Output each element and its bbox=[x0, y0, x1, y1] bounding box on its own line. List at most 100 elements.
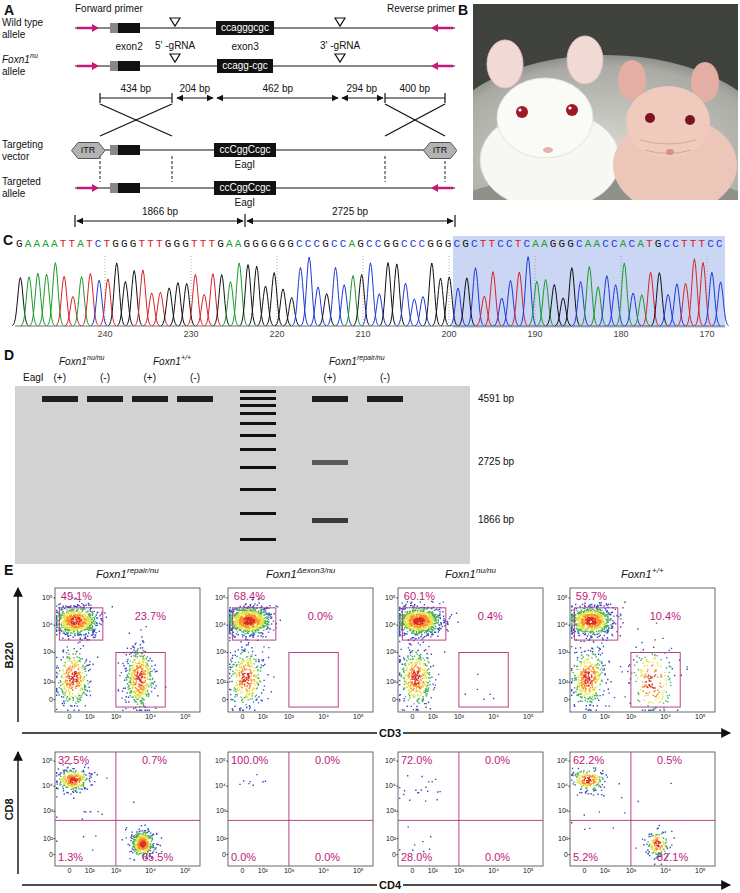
axis-tick: 10⁵ bbox=[557, 757, 568, 765]
base-letter: G bbox=[384, 238, 393, 250]
event-dots bbox=[576, 773, 666, 852]
axis-tick: 10⁵ bbox=[215, 757, 226, 765]
axis-tick: 10³ bbox=[454, 713, 464, 721]
tick-mark bbox=[397, 811, 399, 812]
tick-mark bbox=[227, 838, 229, 839]
exon-label: exon3 bbox=[232, 41, 259, 53]
lane-label: (+) bbox=[144, 372, 157, 384]
polygon-shape bbox=[92, 184, 99, 192]
event-dots bbox=[408, 614, 430, 691]
base-letter: T bbox=[646, 238, 655, 250]
trace-peak bbox=[564, 268, 580, 326]
event-dots bbox=[229, 607, 270, 705]
rect-shape bbox=[42, 396, 78, 402]
circle-shape bbox=[685, 115, 695, 125]
line-shape bbox=[244, 214, 245, 227]
quadrant-percent: 0.0% bbox=[315, 754, 340, 767]
row-label: Targeting vector bbox=[2, 139, 66, 162]
hexagon-shape bbox=[71, 142, 105, 158]
axis-tick: 10² bbox=[558, 678, 568, 686]
circle-shape bbox=[518, 108, 521, 111]
axis-tick: 10⁴ bbox=[42, 621, 53, 629]
line-shape bbox=[438, 65, 453, 68]
line-shape bbox=[342, 97, 383, 98]
axis-tick: 10⁴ bbox=[42, 782, 53, 790]
primer-label: Forward primer bbox=[75, 3, 143, 15]
base-letter: T bbox=[681, 238, 690, 250]
axis-tick: 10⁴ bbox=[488, 867, 499, 875]
grid-line bbox=[449, 256, 450, 326]
event-dots bbox=[403, 611, 434, 697]
tick-mark bbox=[397, 625, 399, 626]
plot-frame bbox=[55, 752, 200, 866]
event-dots bbox=[411, 617, 425, 686]
base-letter: G bbox=[559, 238, 568, 250]
axis-label: B220 bbox=[3, 642, 16, 668]
axis-tick: 10⁴ bbox=[145, 867, 156, 875]
base-letter: C bbox=[611, 238, 620, 250]
gate bbox=[232, 608, 276, 640]
base-letter: C bbox=[497, 238, 506, 250]
rect-shape bbox=[110, 145, 118, 155]
rect-shape bbox=[110, 183, 118, 193]
tick-mark bbox=[569, 682, 571, 683]
axis-label: CD4 bbox=[377, 879, 403, 892]
line-shape bbox=[100, 104, 172, 136]
gate-percent: 59.7% bbox=[576, 590, 607, 603]
tick-mark bbox=[397, 682, 399, 683]
base-letter: C bbox=[664, 238, 673, 250]
tick-mark bbox=[227, 854, 229, 855]
axis-tick: 10² bbox=[43, 835, 53, 843]
gate bbox=[459, 652, 508, 707]
itr-hexagon: ITR bbox=[423, 142, 458, 159]
line-shape bbox=[177, 97, 213, 98]
rect-shape bbox=[240, 538, 276, 541]
base-letter: A bbox=[585, 238, 594, 250]
tick-mark bbox=[569, 597, 571, 598]
node-text: ccagggcgc bbox=[221, 22, 269, 34]
tick-mark bbox=[54, 761, 56, 762]
base-letter: T bbox=[480, 238, 489, 250]
trace-peak bbox=[616, 263, 632, 326]
sequence-text: GAAAATTATCTGGGTTTGGGTTTGAAGGGGGGCCCGCCAG… bbox=[16, 238, 725, 251]
event-dots bbox=[61, 611, 150, 699]
line-shape bbox=[99, 156, 100, 182]
event-dots bbox=[571, 767, 675, 865]
base-letter: G bbox=[112, 238, 121, 250]
trace-peak bbox=[424, 263, 440, 326]
trace-baseline bbox=[15, 326, 725, 327]
axis-tick: 10⁵ bbox=[557, 594, 568, 602]
position-tick: 190 bbox=[528, 329, 543, 339]
primer-label: Reverse primer bbox=[387, 3, 455, 15]
base-letter: G bbox=[165, 238, 174, 250]
line-shape bbox=[438, 27, 453, 30]
event-dots bbox=[59, 769, 153, 856]
axis-tick: 0 bbox=[392, 696, 396, 704]
axis-tick: 0 bbox=[222, 851, 226, 859]
line-shape bbox=[77, 220, 243, 221]
polygon-shape bbox=[92, 62, 99, 70]
trace-peak bbox=[258, 286, 274, 326]
base-letter: A bbox=[620, 238, 629, 250]
position-tick: 210 bbox=[356, 329, 371, 339]
tick-mark bbox=[54, 811, 56, 812]
line-shape bbox=[77, 187, 92, 190]
tick-mark bbox=[569, 652, 571, 653]
base-letter: A bbox=[235, 238, 244, 250]
base-letter: T bbox=[200, 238, 209, 250]
rect-shape bbox=[87, 396, 123, 402]
base-letter: C bbox=[576, 238, 585, 250]
axis-tick: 0 bbox=[49, 696, 53, 704]
axis-tick: 0 bbox=[68, 713, 72, 721]
circle-shape bbox=[645, 113, 655, 123]
rect-shape bbox=[240, 422, 276, 425]
node-text: ITR bbox=[81, 145, 96, 156]
rect-shape bbox=[312, 396, 348, 402]
grid-line bbox=[363, 256, 364, 326]
position-tick: 200 bbox=[442, 329, 457, 339]
axis-tick: 10³ bbox=[284, 713, 294, 721]
base-letter: C bbox=[506, 238, 515, 250]
event-dots bbox=[238, 614, 260, 692]
polygon-shape bbox=[431, 24, 438, 32]
